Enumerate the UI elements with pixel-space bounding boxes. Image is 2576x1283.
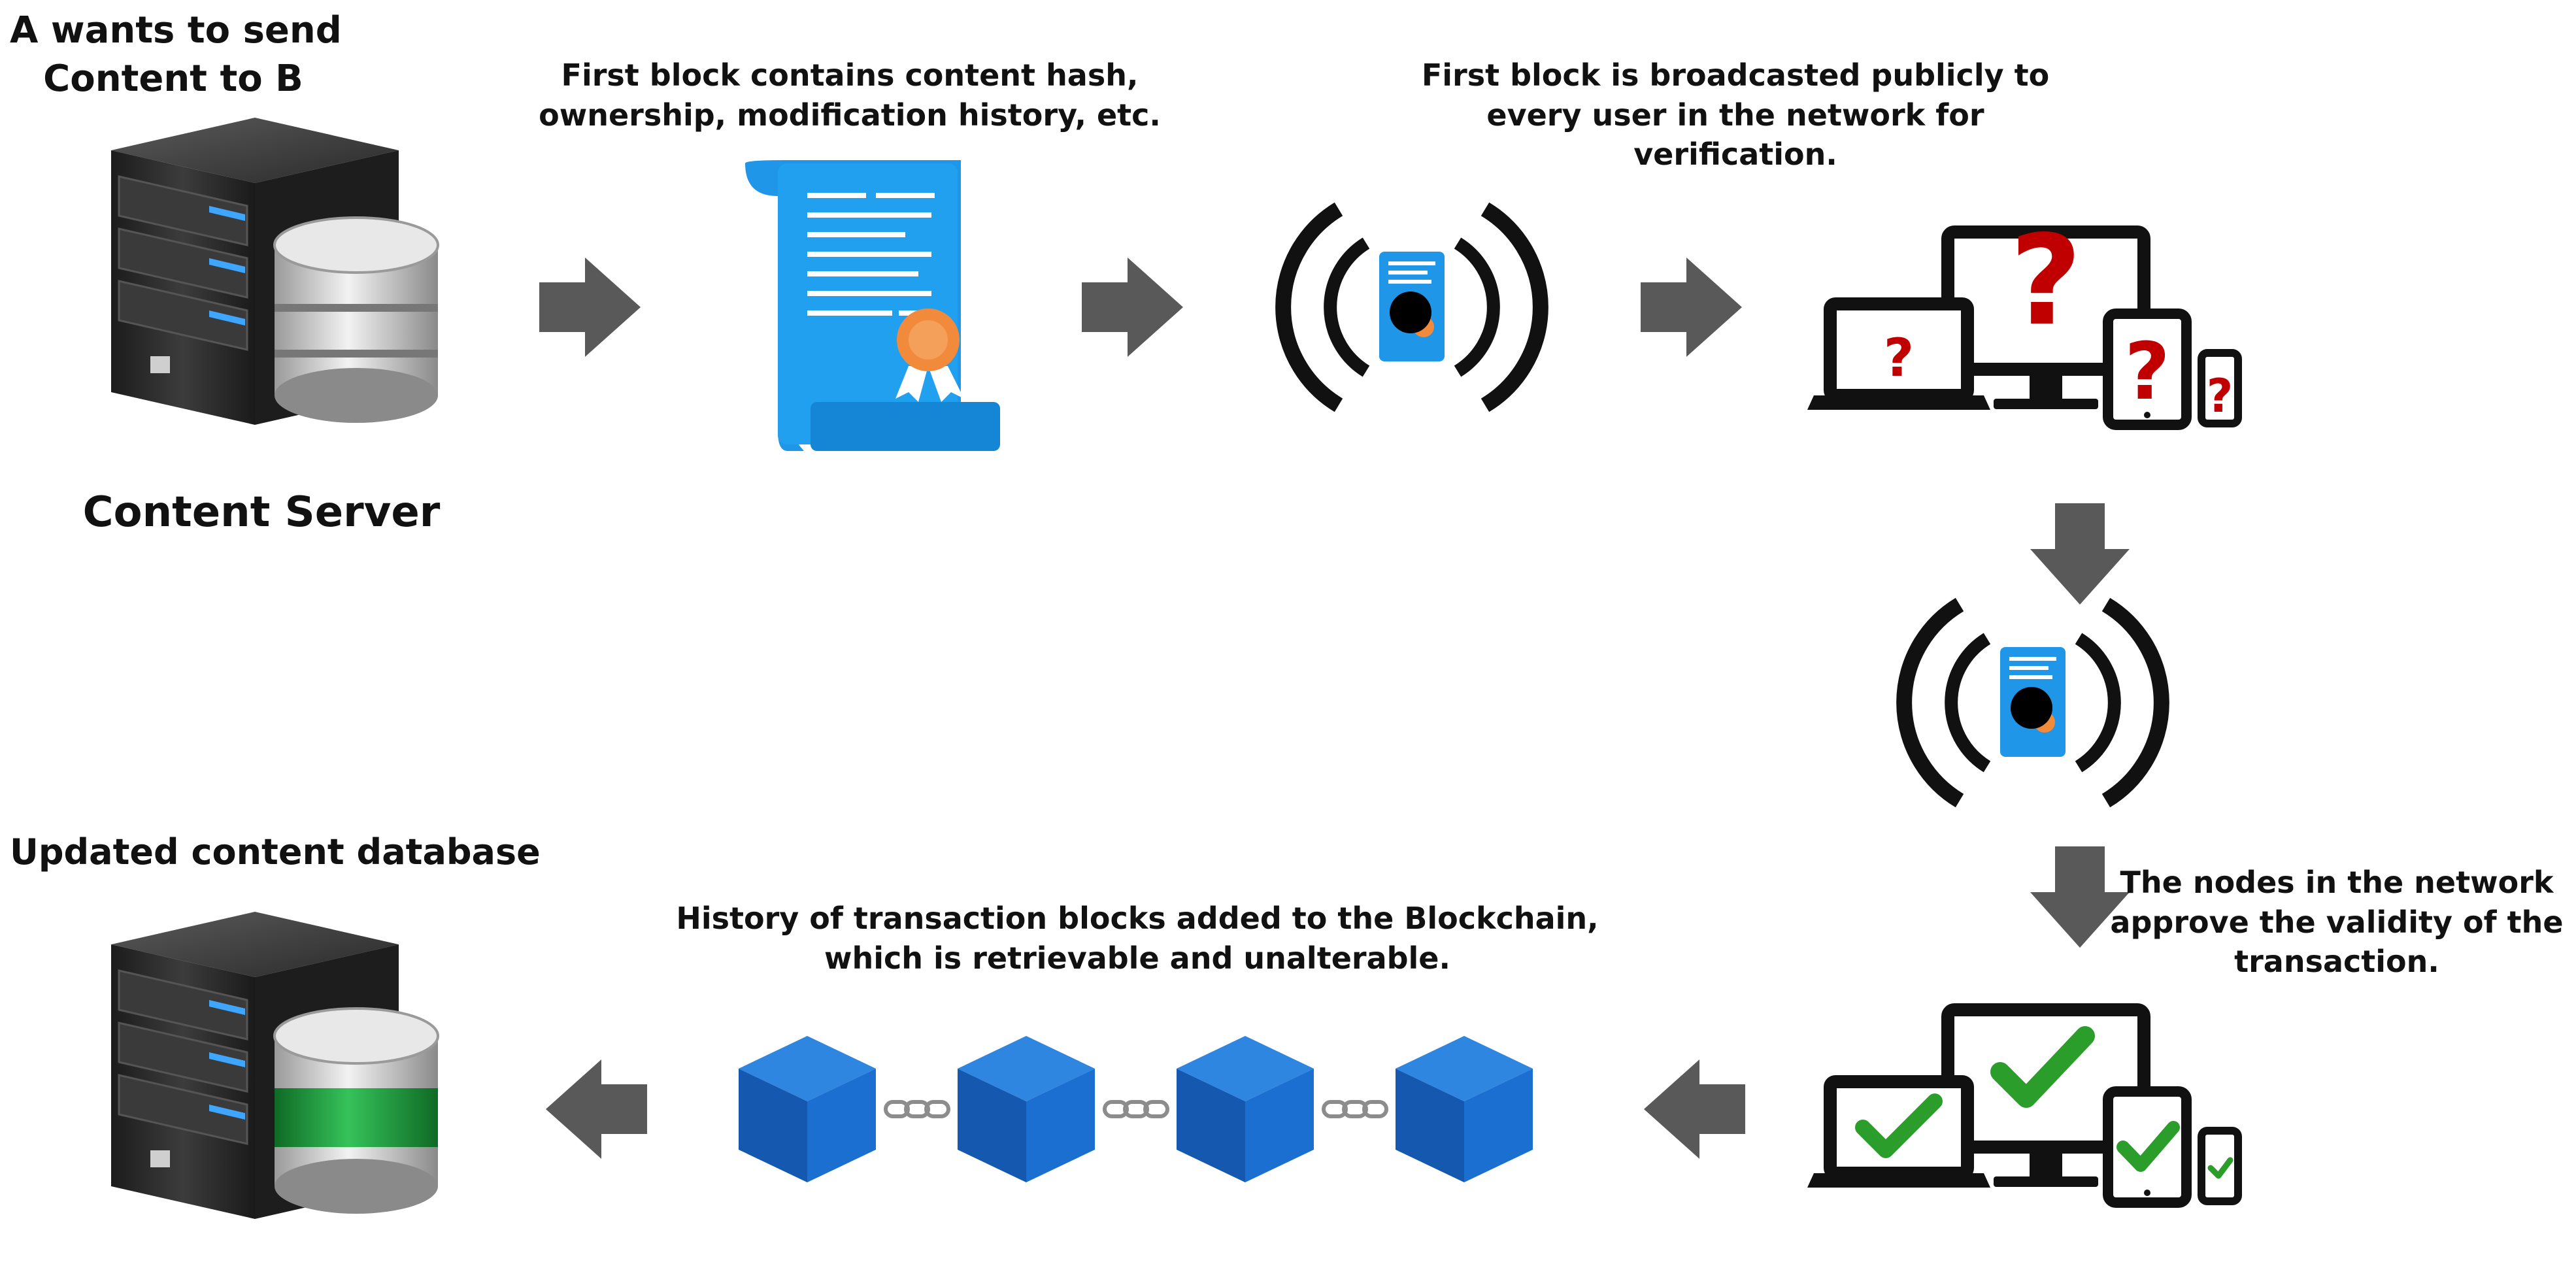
- arrow-right-icon: [1641, 258, 1742, 357]
- updated-db-text: Updated content database: [10, 831, 541, 873]
- broadcast-line1: First block is broadcasted publicly to: [1421, 58, 2050, 93]
- sender-label: A wants to send Content to B: [10, 7, 342, 103]
- approve-line1: The nodes in the network: [2120, 865, 2554, 900]
- database-icon: [273, 216, 439, 423]
- database-icon: [273, 1007, 439, 1214]
- first-block-label: First block contains content hash, owner…: [523, 56, 1177, 135]
- broadcast-icon: [1904, 605, 2162, 801]
- devices-question-icon: ? ? ? ?: [1807, 208, 2238, 425]
- broadcast-line2: every user in the network for: [1486, 97, 1984, 133]
- broadcast-line3: verification.: [1633, 137, 1837, 173]
- devices-check-icon: [1807, 1010, 2238, 1203]
- svg-text:?: ?: [2010, 208, 2082, 353]
- sender-label-line1: A wants to send: [10, 9, 342, 52]
- arrow-left-icon: [546, 1059, 647, 1159]
- updated-db-label: Updated content database: [10, 829, 546, 875]
- svg-text:?: ?: [2124, 327, 2170, 418]
- svg-text:?: ?: [2207, 369, 2233, 423]
- arrow-down-icon: [2030, 503, 2130, 605]
- document-icon: [745, 160, 1000, 451]
- sender-label-line2: Content to B: [43, 57, 303, 100]
- first-block-line2: ownership, modification history, etc.: [539, 97, 1161, 133]
- history-line1: History of transaction blocks added to t…: [676, 901, 1599, 936]
- broadcast-label: First block is broadcasted publicly to e…: [1392, 56, 2079, 175]
- svg-text:?: ?: [1884, 327, 1914, 388]
- first-block-line1: First block contains content hash,: [561, 58, 1139, 93]
- approve-label: The nodes in the network approve the val…: [2101, 863, 2572, 982]
- blockchain-icon: [739, 1036, 1533, 1182]
- server-caption-text: Content Server: [82, 488, 441, 537]
- approve-line3: transaction.: [2234, 944, 2439, 980]
- history-line2: which is retrievable and unalterable.: [824, 940, 1450, 976]
- history-label: History of transaction blocks added to t…: [647, 899, 1628, 978]
- server-caption: Content Server: [39, 485, 484, 540]
- arrow-left-icon: [1644, 1059, 1745, 1159]
- arrow-right-icon: [1082, 258, 1183, 357]
- arrow-right-icon: [539, 258, 641, 357]
- broadcast-icon: [1283, 209, 1541, 405]
- approve-line2: approve the validity of the: [2110, 904, 2564, 940]
